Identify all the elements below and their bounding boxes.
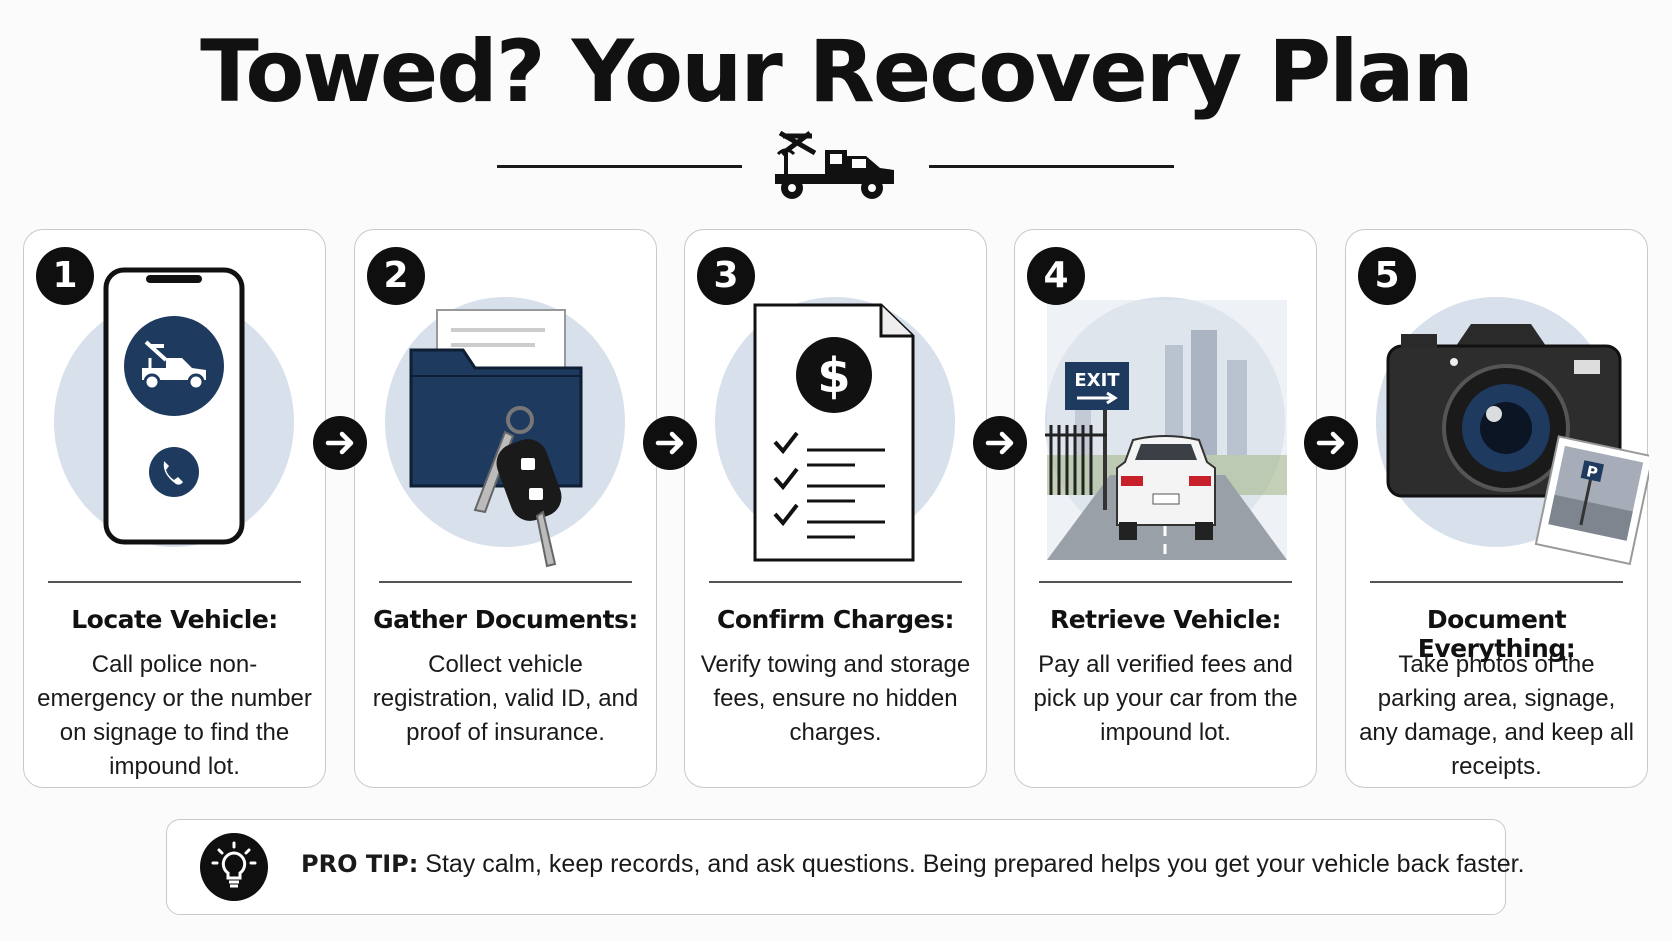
parking-sign: P — [1585, 462, 1600, 482]
step-title: Locate Vehicle: — [71, 605, 278, 634]
step-number: 4 — [1027, 247, 1085, 305]
pro-tip-label: PRO TIP: — [301, 850, 419, 878]
title-divider-right — [929, 165, 1174, 168]
step-description: Take photos of the parking area, signage… — [1359, 651, 1634, 780]
step-card-1: 1 Locate Vehicle: Call police non-emerge… — [23, 229, 326, 788]
lightbulb-icon — [200, 833, 268, 901]
step-card-4: EXIT 4 Retrieve Vehicle: Pay all verifie… — [1014, 229, 1317, 788]
invoice-checklist-icon: $ — [753, 303, 915, 562]
step-description: Call police non-emergency or the number … — [37, 651, 312, 780]
pro-tip-text: PRO TIP: Stay calm, keep records, and as… — [301, 850, 1525, 879]
step-description: Verify towing and storage fees, ensure n… — [700, 651, 971, 746]
step-title: Gather Documents: — [373, 605, 638, 634]
step-title: Confirm Charges: — [717, 605, 954, 634]
card-divider — [1370, 581, 1623, 583]
arrow-right-icon — [1304, 416, 1358, 470]
card-divider — [379, 581, 632, 583]
arrow-right-icon — [313, 416, 367, 470]
step-title: Document Everything: — [1417, 605, 1576, 663]
card-divider — [48, 581, 301, 583]
arrow-right-icon — [643, 416, 697, 470]
step-card-2: 2 Gather Documents: Collect vehicle regi… — [354, 229, 657, 788]
step-card-3: $ 3 Confirm Charges: Verify towing and s… — [684, 229, 987, 788]
pro-tip-box: PRO TIP: Stay calm, keep records, and as… — [166, 819, 1525, 915]
exit-sign: EXIT — [1074, 370, 1120, 391]
phone-with-tow-truck-icon — [103, 267, 245, 545]
folder-with-keys-icon — [409, 309, 583, 568]
svg-text:$: $ — [817, 348, 850, 404]
card-divider — [709, 581, 962, 583]
step-title: Retrieve Vehicle: — [1049, 605, 1282, 634]
step-description: Collect vehicle registration, valid ID, … — [372, 651, 639, 746]
title-divider-left — [497, 165, 742, 168]
page-title: Towed? Your Recovery Plan — [200, 22, 1474, 122]
tow-truck-icon — [775, 130, 894, 199]
camera-with-photo-icon: P — [1386, 324, 1649, 566]
card-divider — [1039, 581, 1292, 583]
step-description: Pay all verified fees and pick up your c… — [1033, 651, 1298, 746]
step-card-5: P 5 Document Everything: Take photos of … — [1345, 229, 1649, 788]
car-leaving-lot-icon: EXIT — [1045, 300, 1287, 560]
step-number: 2 — [367, 247, 425, 305]
arrow-right-icon — [973, 416, 1027, 470]
step-number: 3 — [697, 247, 755, 305]
step-number: 5 — [1358, 247, 1416, 305]
step-number: 1 — [36, 247, 94, 305]
pro-tip-body: Stay calm, keep records, and ask questio… — [425, 850, 1525, 878]
